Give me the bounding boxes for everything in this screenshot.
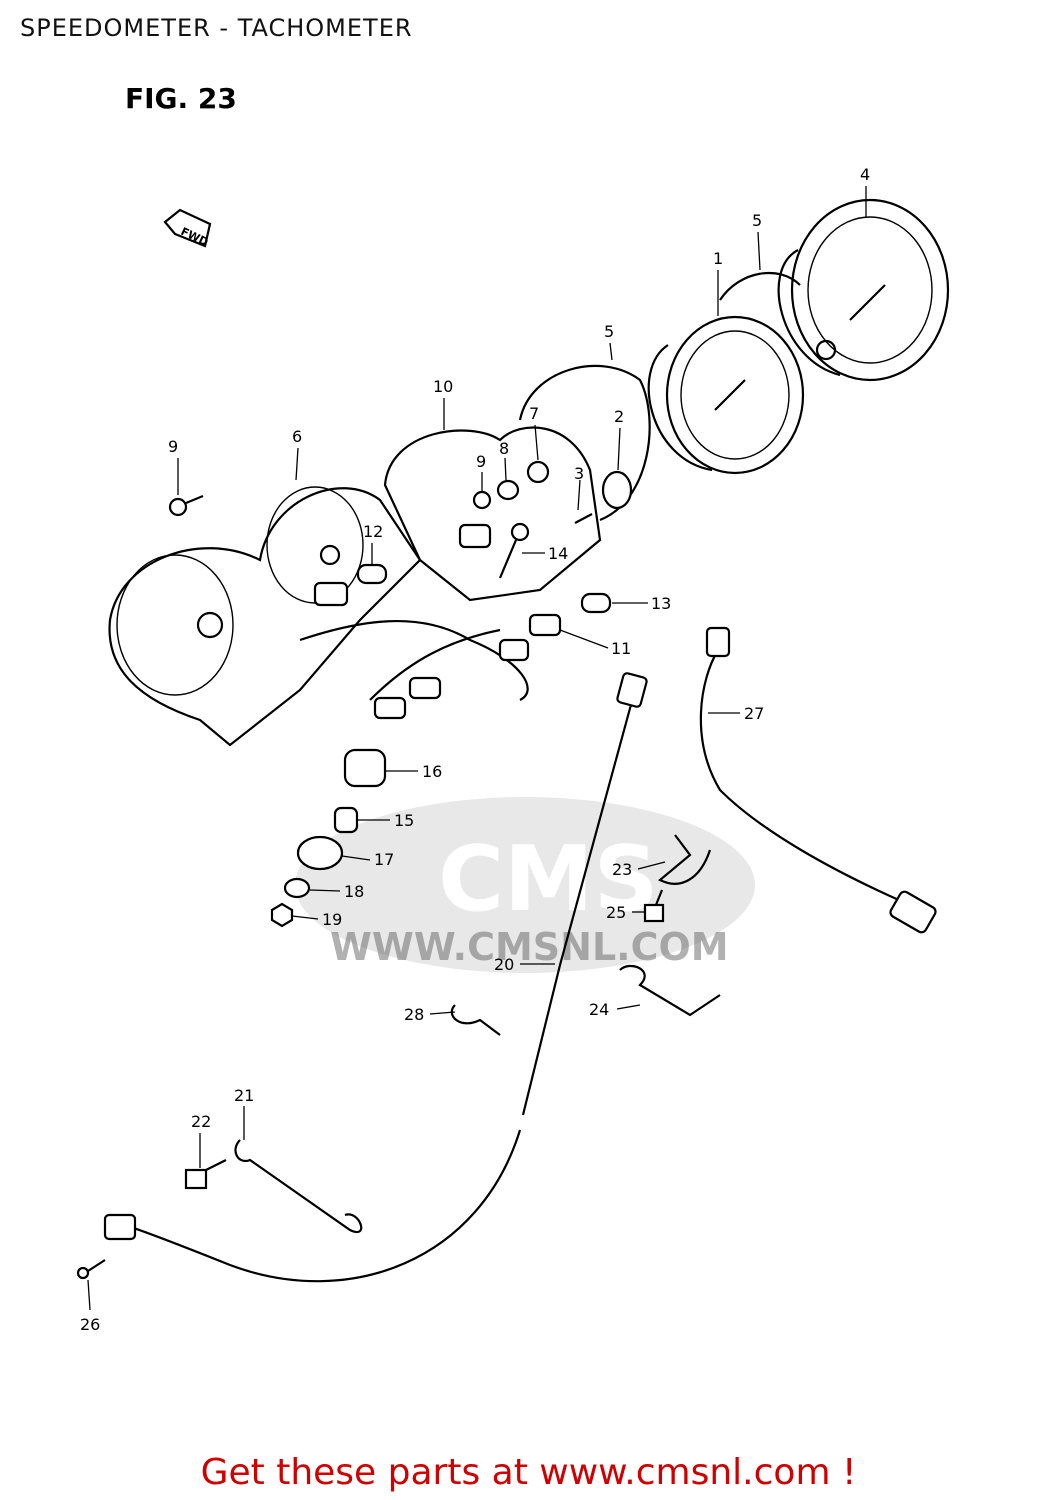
washer-8 [496, 479, 520, 501]
gauge-cover-5 [518, 364, 651, 522]
callout-25: 24 [589, 1000, 609, 1019]
callout-26: 25 [606, 903, 626, 922]
callout-17: 16 [422, 762, 442, 781]
callout-20: 19 [322, 910, 342, 929]
grommet-17 [343, 748, 387, 788]
callout-27: 26 [80, 1315, 100, 1334]
callout-14: 13 [651, 594, 671, 613]
screw-15 [498, 522, 530, 579]
callout-2: 2 [614, 407, 624, 426]
bolt-26 [643, 889, 665, 923]
page-title: SPEEDOMETER - TACHOMETER [20, 14, 413, 42]
fwd-arrow-icon: FWD [163, 208, 212, 249]
wiring-harness [299, 523, 562, 720]
callout-8: 8 [499, 439, 509, 458]
callout-11: 10 [433, 377, 453, 396]
callout-22: 21 [234, 1086, 254, 1105]
bulb-13 [356, 563, 388, 585]
clamp-22 [234, 1139, 363, 1234]
tachometer-cable [699, 626, 937, 934]
clamp-25 [619, 964, 721, 1017]
callout-16: 15 [394, 811, 414, 830]
callout-5-upper: 5 [752, 211, 762, 230]
watermark-site: WWW.CMSNL.COM [330, 925, 729, 969]
callout-19: 18 [344, 882, 364, 901]
meter-bracket [383, 426, 602, 602]
callout-24: 23 [612, 860, 632, 879]
callout-5-lower: 5 [604, 322, 614, 341]
callout-18: 17 [374, 850, 394, 869]
callout-15: 14 [548, 544, 568, 563]
callout-12: 11 [611, 639, 631, 658]
leader-lines [87, 186, 867, 1311]
bolt-23 [184, 1159, 227, 1190]
speedometer-cable [103, 672, 648, 1283]
callout-1: 1 [713, 249, 723, 268]
tachometer-gauge [777, 198, 950, 382]
knob-2 [601, 470, 633, 510]
callout-29: 28 [404, 1005, 424, 1024]
callout-7: 7 [529, 404, 539, 423]
callout-3: 3 [574, 464, 584, 483]
gauge-cover-5b [719, 271, 801, 301]
cushion-18 [296, 835, 344, 871]
clamp-29 [450, 1004, 501, 1036]
washer-19 [283, 877, 311, 899]
callout-6: 6 [292, 427, 302, 446]
callout-28: 27 [744, 704, 764, 723]
watermark-logo: CMS [295, 797, 755, 973]
nut-20 [270, 902, 294, 928]
screw-10 [168, 494, 204, 517]
callout-9: 9 [476, 452, 486, 471]
parts-diagram: FWD [76, 165, 950, 1334]
callout-4: 4 [860, 165, 870, 184]
callout-23: 22 [191, 1112, 211, 1131]
spacer-7 [526, 460, 550, 484]
callout-10: 9 [168, 437, 178, 456]
meter-case [108, 486, 422, 747]
spacer-16 [333, 806, 359, 834]
bulb-14 [580, 592, 612, 614]
get-parts-link[interactable]: Get these parts at www.cmsnl.com ! [200, 1452, 857, 1493]
callout-13: 12 [363, 522, 383, 541]
screw-27 [76, 1259, 106, 1280]
screw-3 [574, 513, 593, 524]
svg-text:CMS: CMS [438, 827, 658, 932]
callout-21: 20 [494, 955, 514, 974]
speedometer-gauge [647, 315, 805, 475]
figure-label: FIG. 23 [125, 82, 237, 115]
clamp-24 [658, 834, 712, 885]
nut-9 [472, 490, 492, 510]
